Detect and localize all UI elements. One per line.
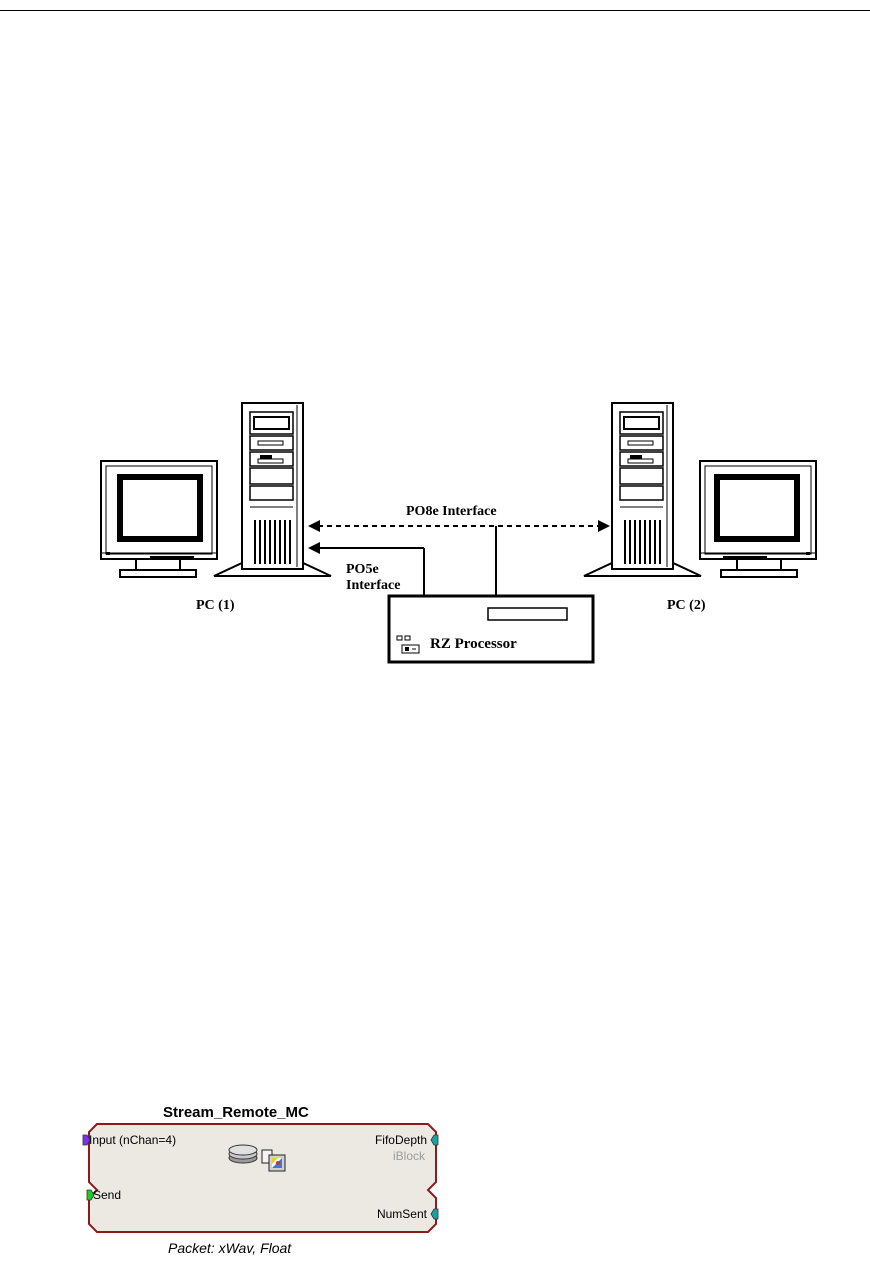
pc1-monitor-icon	[100, 460, 218, 578]
stream-block-title: Stream_Remote_MC	[163, 1104, 309, 1121]
po8e-interface-label: PO8e Interface	[406, 504, 497, 519]
stream-block[interactable]	[88, 1123, 437, 1233]
stream-block-caption: Packet: xWav, Float	[168, 1240, 292, 1256]
stream-block-body	[88, 1123, 437, 1233]
stream-block-icon	[228, 1144, 286, 1172]
po5e-label-line2: Interface	[346, 578, 400, 593]
pc2-tower-icon	[583, 402, 702, 577]
num-sent-port[interactable]	[430, 1208, 439, 1220]
pc2-label: PC (2)	[667, 598, 706, 613]
fifo-depth-port[interactable]	[430, 1134, 439, 1146]
po5e-label-line1: PO5e	[346, 562, 379, 577]
fifo-depth-label: FifoDepth	[375, 1133, 427, 1147]
rz-processor-box	[387, 594, 595, 664]
pc2-monitor-icon	[699, 460, 817, 578]
send-port-label: Send	[93, 1188, 121, 1202]
pc1-label: PC (1)	[196, 598, 235, 613]
num-sent-label: NumSent	[377, 1207, 428, 1221]
input-port-label: Input (nChan=4)	[89, 1133, 176, 1147]
pc1-tower-icon	[213, 402, 332, 577]
header-rule	[0, 10, 870, 11]
po8e-dashed-link	[308, 520, 610, 532]
input-port[interactable]	[82, 1134, 91, 1146]
rz-processor-label: RZ Processor	[430, 636, 517, 652]
iblock-label: iBlock	[393, 1149, 426, 1163]
send-port[interactable]	[86, 1189, 95, 1201]
